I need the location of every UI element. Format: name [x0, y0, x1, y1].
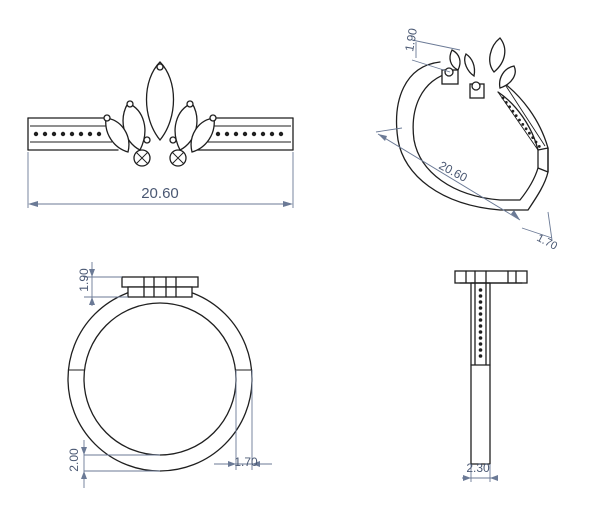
iso-marquise	[449, 49, 461, 71]
pave-stone	[60, 131, 66, 137]
prong	[209, 114, 217, 122]
dim-band-width-arrows	[463, 475, 498, 481]
ring-outer	[67, 286, 253, 472]
dimension-band-length-line	[27, 152, 294, 208]
dim-width-lines	[214, 370, 272, 470]
iso-round-stone	[471, 81, 481, 91]
prong	[186, 100, 194, 108]
iso-outer-shank	[395, 61, 549, 211]
pave-stone	[531, 136, 535, 140]
pave-stone	[51, 131, 57, 137]
iso-marquise	[498, 65, 516, 89]
iso-dim-head-height: 1.90	[402, 27, 420, 53]
dim-shank-arrows	[81, 447, 87, 479]
prong	[156, 63, 164, 71]
side-view-right: 2.30	[454, 270, 528, 482]
round-stone-facets	[135, 151, 185, 165]
pave-stone	[478, 288, 483, 292]
pave-stone	[87, 131, 93, 137]
pave-stone	[501, 96, 505, 100]
pave-stone	[524, 127, 528, 131]
band-channel	[470, 282, 491, 366]
isometric-view: 1.90 20.60 1.70	[375, 27, 560, 253]
pave-stone	[251, 131, 257, 137]
front-view: 20.60	[27, 61, 294, 208]
prong	[169, 136, 177, 144]
pave-stones	[33, 131, 284, 137]
pave-stone	[69, 131, 75, 137]
center-marquise	[145, 61, 175, 142]
pave-stone	[508, 105, 511, 109]
iso-inner-shank	[412, 71, 539, 201]
pave-stone	[215, 131, 221, 137]
pave-stone	[504, 101, 508, 104]
pave-stone	[233, 131, 239, 137]
pave-stone	[269, 131, 275, 137]
band-shank	[470, 282, 491, 465]
pave-stone	[478, 336, 483, 340]
pave-stone	[478, 354, 483, 358]
pave-stone	[534, 140, 538, 144]
iso-dim-band-width: 1.70	[535, 232, 560, 253]
channel-lines	[30, 125, 291, 143]
iso-dim-length-line	[375, 127, 521, 221]
pave-stone	[518, 118, 521, 122]
dimension-band-length: 20.60	[141, 185, 179, 202]
ring-inner	[83, 302, 237, 456]
pave-stone	[78, 131, 84, 137]
dim-band-width: 2.30	[466, 461, 490, 475]
pave-stone	[224, 131, 230, 137]
pave-stone	[478, 318, 483, 322]
band-ends	[27, 117, 294, 151]
pave-stone	[514, 114, 518, 117]
band-head-detail	[459, 270, 523, 284]
pave-stone	[478, 300, 483, 304]
head-base	[127, 286, 193, 298]
pave-stone	[260, 131, 266, 137]
dim-shank-width: 1.70	[234, 455, 258, 469]
iso-pave-stones	[501, 96, 541, 148]
pave-stone	[242, 131, 248, 137]
iso-channel	[497, 85, 546, 151]
pave-stone	[521, 123, 525, 126]
head-prongs	[143, 276, 177, 298]
pave-stone	[96, 131, 102, 137]
pave-stone	[478, 294, 483, 298]
pave-stone	[528, 131, 531, 135]
dim-head-arrows	[89, 269, 95, 305]
iso-marquise	[489, 37, 506, 73]
pave-stone	[33, 131, 39, 137]
iso-dim-head-lines	[411, 39, 461, 73]
pave-stone	[478, 324, 483, 328]
marquise-left-outer	[105, 117, 130, 153]
prong	[143, 136, 151, 144]
pave-stone	[42, 131, 48, 137]
pave-stone	[478, 306, 483, 310]
pave-stone	[478, 342, 483, 346]
iso-cut-face	[537, 147, 549, 173]
side-view-left: 1.90 2.00 1.70	[67, 262, 272, 488]
pave-stone	[511, 109, 515, 113]
iso-dim-width-lines	[521, 211, 553, 241]
dim-head-height: 1.90	[77, 268, 91, 292]
band-pave-stones	[478, 288, 483, 358]
marquise-right-outer	[190, 117, 215, 153]
head-setting	[121, 276, 199, 288]
dim-width-arrows	[228, 461, 260, 467]
dim-shank-lines	[83, 440, 160, 488]
prong	[103, 114, 111, 122]
pave-stone	[478, 312, 483, 316]
pave-stone	[278, 131, 284, 137]
pave-stone	[478, 330, 483, 334]
band-outline	[27, 117, 294, 151]
pave-stone	[478, 348, 483, 352]
pave-stone	[537, 145, 541, 148]
dim-shank-thickness: 2.00	[67, 448, 81, 472]
prong	[126, 100, 134, 108]
iso-marquise	[464, 53, 476, 78]
